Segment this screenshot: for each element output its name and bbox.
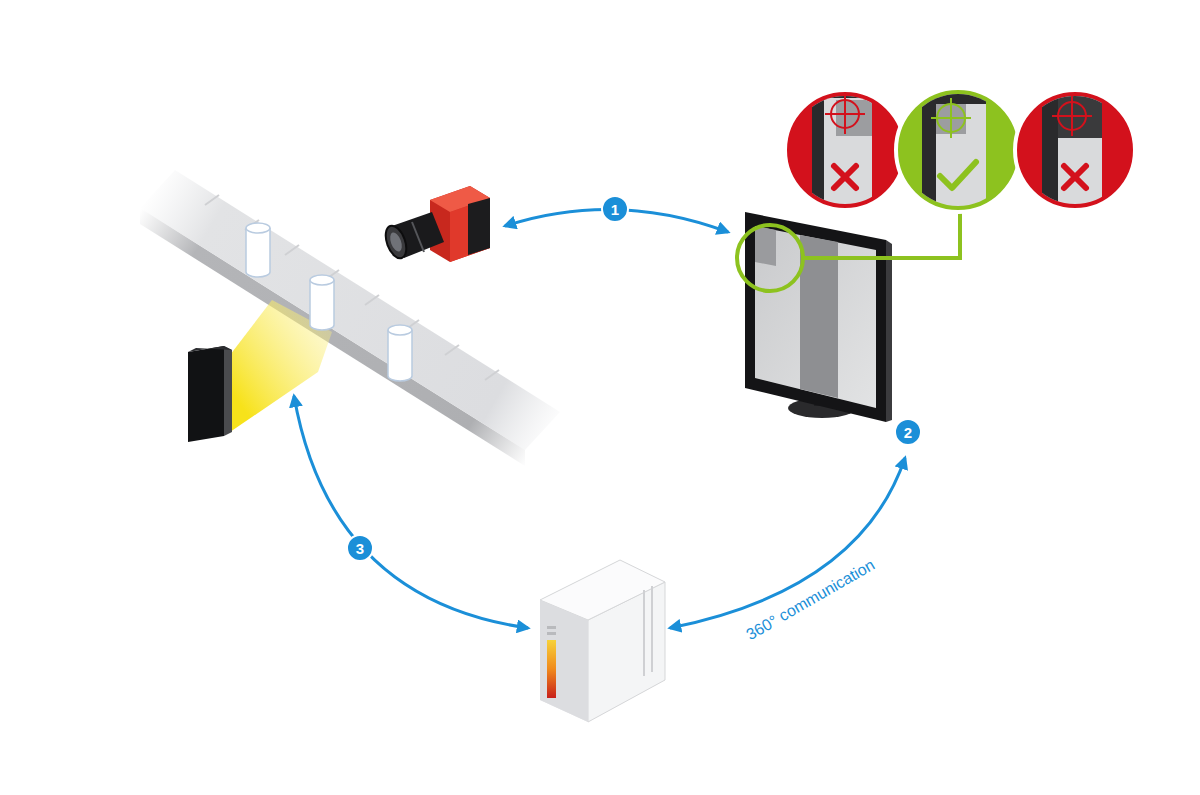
conveyor-belt — [140, 170, 560, 466]
pass-callout — [922, 90, 986, 210]
fail-callout — [812, 90, 872, 210]
conveyor-belt — [445, 345, 459, 355]
callout-badge: 2 — [894, 418, 922, 446]
controller — [540, 560, 665, 722]
fail-callout — [1042, 90, 1102, 210]
fail-callout — [812, 90, 824, 210]
pass-callout — [940, 162, 976, 188]
monitor — [886, 240, 892, 422]
fail-callout — [1015, 90, 1135, 210]
arrow-label: 360° communication — [743, 556, 877, 644]
camera — [382, 186, 490, 262]
controller — [547, 632, 556, 635]
zoom-leader — [737, 210, 960, 291]
callout-number: 1 — [611, 202, 619, 217]
pass-callout — [896, 88, 1020, 212]
product-cylinder — [310, 275, 334, 285]
product-cylinder — [388, 330, 412, 381]
conveyor-belt — [205, 195, 219, 205]
zoom-leader — [737, 225, 803, 291]
monitor — [755, 226, 876, 408]
pass-callout — [922, 90, 936, 210]
fail-callout — [1015, 90, 1135, 210]
monitor — [755, 226, 776, 266]
zoom-leader — [803, 210, 960, 258]
pass-callout — [931, 98, 971, 138]
fail-callout — [1052, 96, 1092, 136]
communication-arrow — [294, 209, 905, 628]
controller — [644, 586, 652, 676]
camera — [430, 186, 490, 262]
fail-callout — [812, 90, 872, 210]
product-cylinder — [246, 223, 412, 381]
fail-callout — [1058, 90, 1102, 138]
controller — [547, 640, 556, 698]
controller — [540, 560, 665, 722]
illumination-unit — [188, 346, 224, 442]
product-cylinder — [310, 280, 334, 330]
product-cylinder — [246, 223, 270, 233]
camera — [382, 223, 411, 261]
callout-badge: 3 — [346, 534, 374, 562]
controller — [547, 626, 556, 629]
product-cylinder — [246, 228, 270, 277]
fail-callout — [825, 94, 865, 134]
conveyor-belt — [485, 370, 499, 380]
pass-callout — [922, 90, 986, 210]
communication-arrow — [294, 396, 528, 628]
conveyor-belt — [365, 295, 379, 305]
conveyor-belt — [285, 245, 299, 255]
camera — [388, 231, 404, 253]
fail-callout — [834, 166, 856, 188]
callout-badge: 1 — [601, 195, 629, 223]
illumination-unit — [188, 346, 232, 352]
monitor — [745, 212, 886, 422]
callout-number: 3 — [356, 541, 364, 556]
fail-callout — [824, 90, 872, 98]
pass-callout — [896, 88, 1020, 212]
illumination-unit — [188, 346, 232, 442]
monitor — [745, 212, 892, 422]
fail-callout — [836, 100, 872, 136]
fail-callout — [1064, 166, 1086, 188]
fail-callout — [785, 90, 905, 210]
callout-number: 2 — [904, 425, 912, 440]
camera — [468, 198, 490, 255]
fail-callout — [1042, 90, 1058, 210]
fail-callout — [1042, 90, 1102, 210]
product-cylinder — [388, 325, 412, 335]
controller — [540, 600, 588, 722]
camera — [412, 222, 424, 252]
conveyor-belt — [140, 170, 560, 450]
illumination-unit — [224, 346, 232, 436]
fail-callout — [785, 90, 905, 210]
pass-callout — [936, 90, 986, 104]
